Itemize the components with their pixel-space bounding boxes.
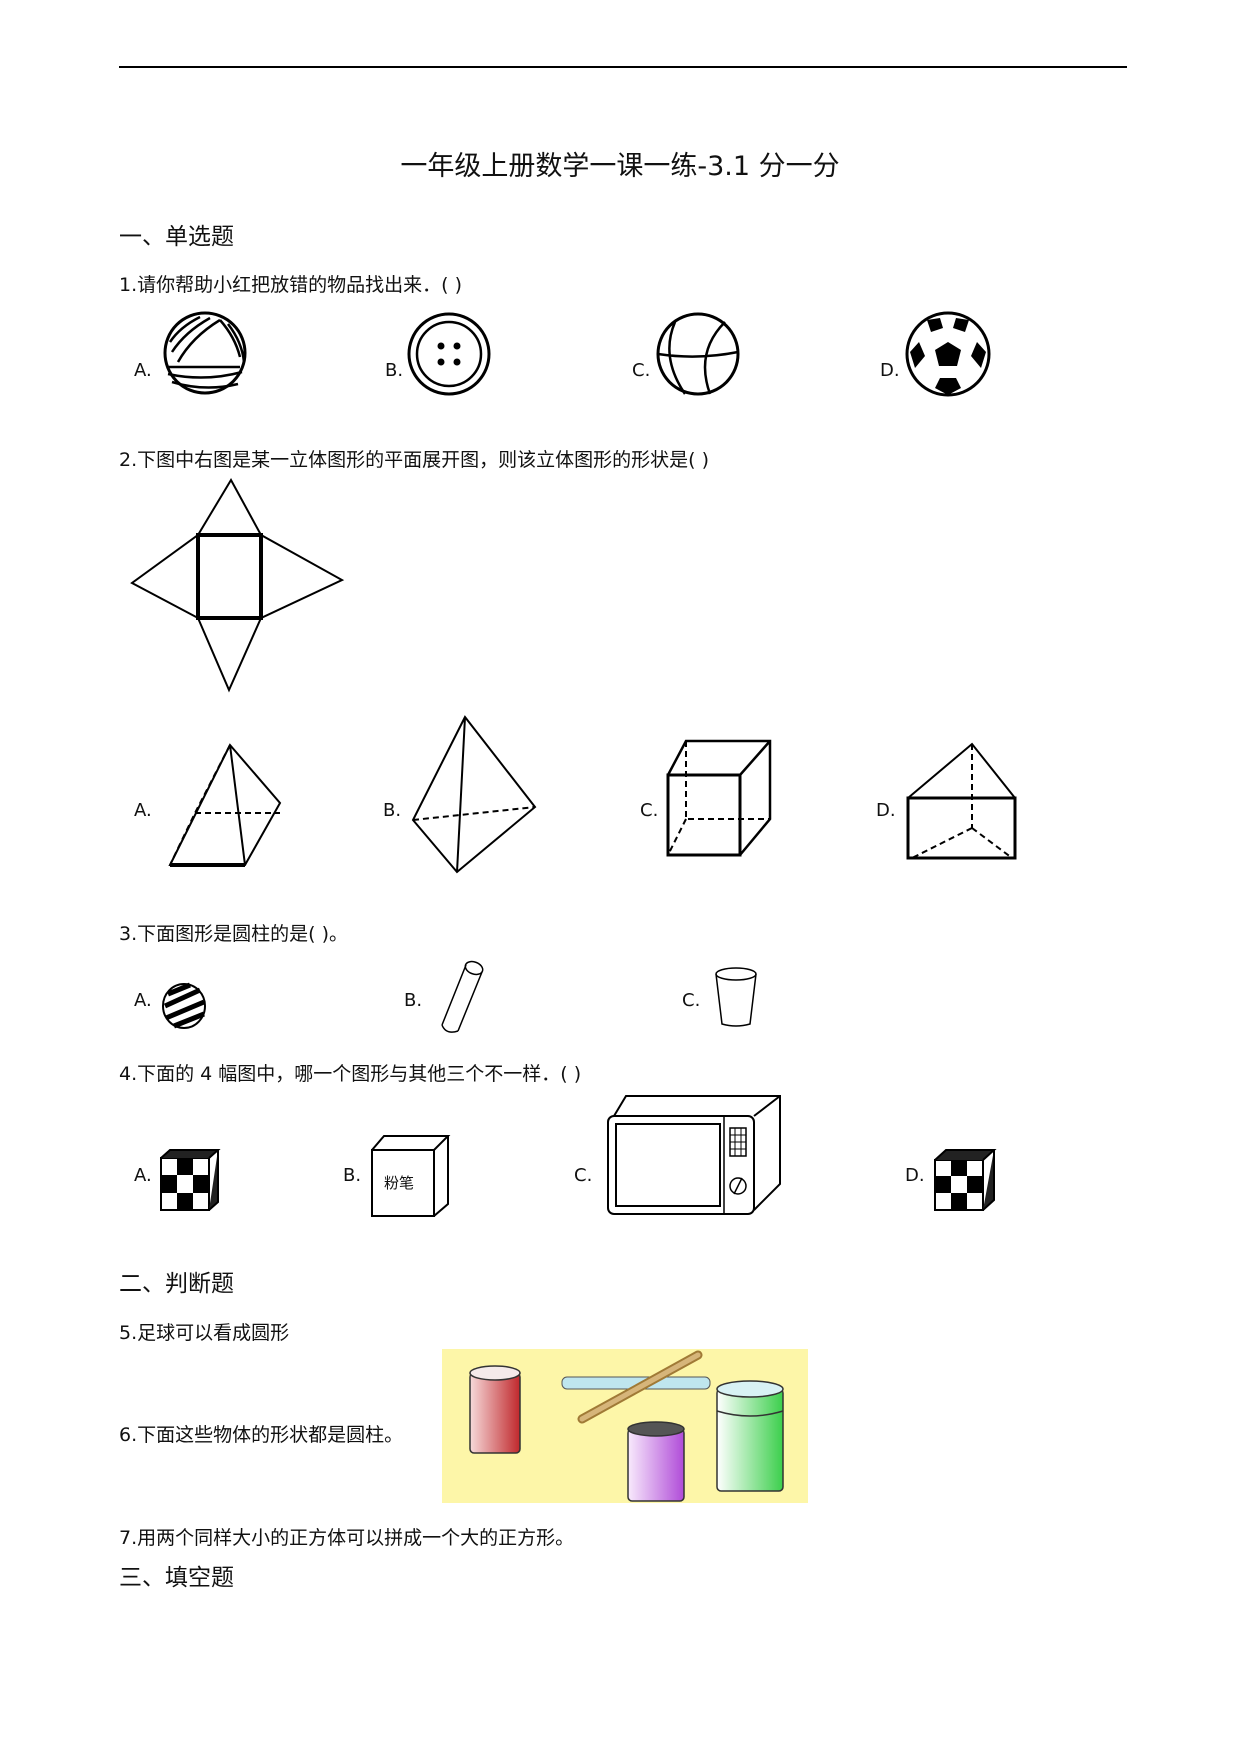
q4-option-c-label: C.	[574, 1165, 593, 1186]
q3-option-a-label: A.	[134, 990, 152, 1011]
tilted-tube-icon	[441, 960, 484, 1033]
chalk-box-caption: 粉笔	[384, 1174, 415, 1192]
header-rule	[119, 66, 1127, 68]
q4-option-b-label: B.	[343, 1165, 362, 1186]
q1-option-b-label: B.	[385, 360, 404, 381]
triangular-prism-icon	[906, 742, 1017, 860]
q2-option-b-label: B.	[383, 800, 402, 821]
striped-ball-icon	[162, 982, 206, 1029]
volleyball-icon	[163, 311, 247, 395]
question-2-text: 2.下图中右图是某一立体图形的平面展开图，则该立体图形的形状是( )	[119, 449, 709, 471]
section-heading-single-choice: 一、单选题	[119, 224, 234, 250]
cup-icon	[715, 967, 757, 1027]
rubik-cube-icon	[160, 1149, 221, 1211]
q1-option-c-label: C.	[632, 360, 651, 381]
basketball-icon	[656, 312, 740, 396]
microwave-icon	[607, 1095, 781, 1215]
q4-option-a-label: A.	[134, 1165, 152, 1186]
q2-option-a-label: A.	[134, 800, 152, 821]
question-4-text: 4.下面的 4 幅图中，哪一个图形与其他三个不一样．( )	[119, 1063, 582, 1085]
triangular-bipyramid-icon	[411, 715, 537, 874]
question-5-text: 5.足球可以看成圆形	[119, 1322, 290, 1344]
chalk-box-figure: 粉笔	[370, 1134, 451, 1217]
cuboid-icon	[666, 739, 772, 857]
button-icon	[407, 312, 491, 396]
cylinders-illustration	[469, 1350, 784, 1502]
section-heading-fill-blank: 三、填空题	[119, 1565, 234, 1591]
cylinders-figure	[442, 1349, 808, 1503]
question-3-text: 3.下面图形是圆柱的是( )。	[119, 923, 348, 945]
q4-option-d-label: D.	[905, 1165, 925, 1186]
page-title: 一年级上册数学一课一练-3.1 分一分	[400, 151, 840, 182]
q1-option-d-label: D.	[880, 360, 900, 381]
soccer-ball-icon	[905, 311, 991, 397]
q3-option-c-label: C.	[682, 990, 701, 1011]
q1-option-a-label: A.	[134, 360, 152, 381]
rubik-cube-icon	[934, 1149, 997, 1211]
question-1-text: 1.请你帮助小红把放错的物品找出来．( )	[119, 274, 462, 296]
square-pyramid-net-figure	[130, 477, 345, 693]
chalk-box-icon	[371, 1135, 451, 1217]
q2-option-c-label: C.	[640, 800, 659, 821]
section-heading-true-false: 二、判断题	[119, 1271, 234, 1297]
question-6-text: 6.下面这些物体的形状都是圆柱。	[119, 1424, 404, 1446]
q3-option-b-label: B.	[404, 990, 423, 1011]
q2-option-d-label: D.	[876, 800, 896, 821]
question-7-text: 7.用两个同样大小的正方体可以拼成一个大的正方形。	[119, 1527, 575, 1549]
square-pyramid-icon	[168, 743, 282, 867]
